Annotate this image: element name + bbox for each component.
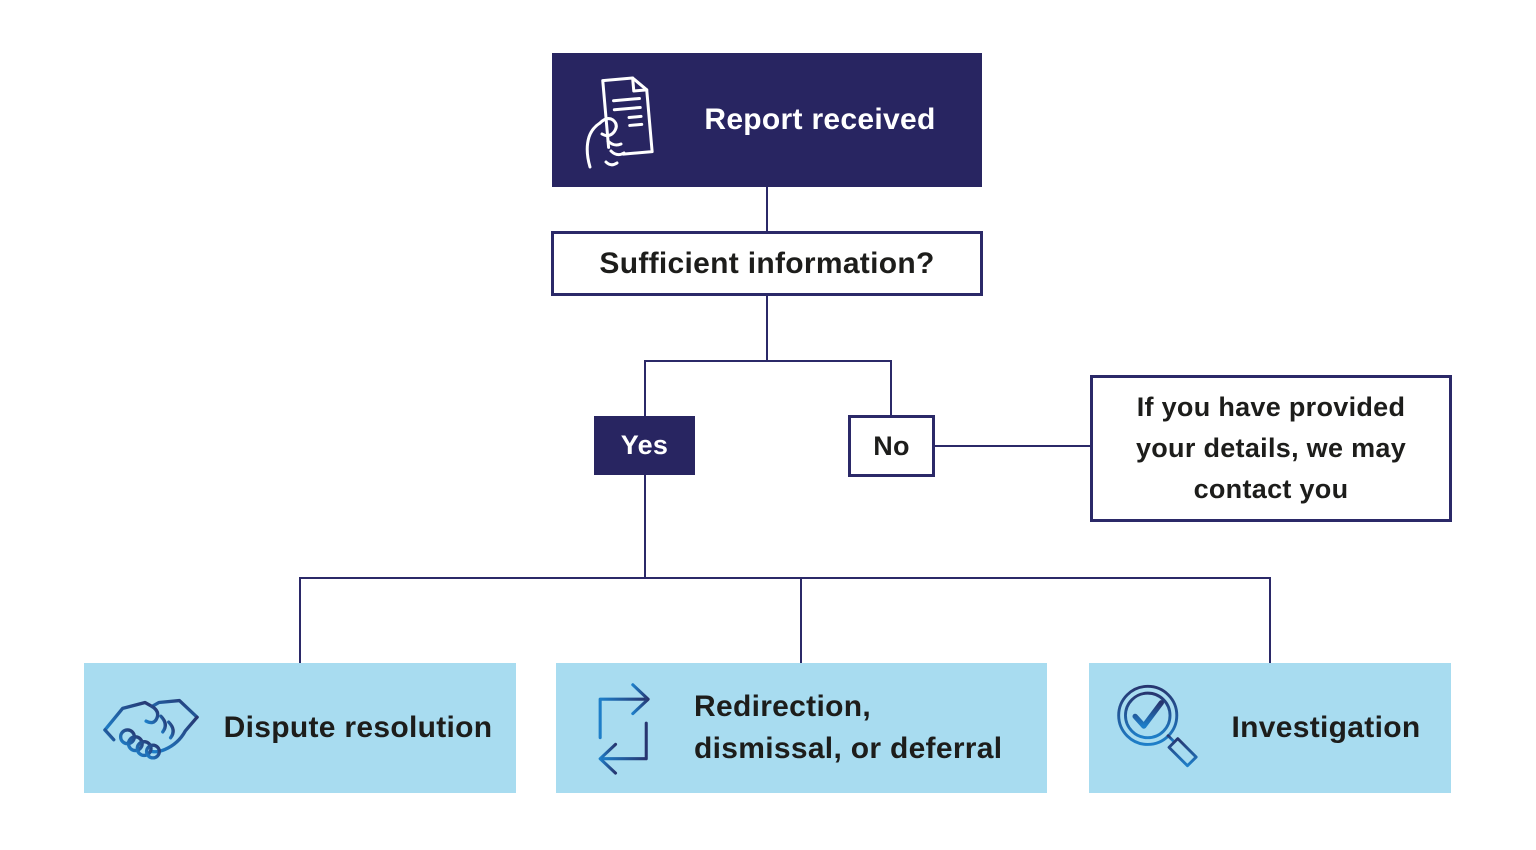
- node-no: No: [848, 415, 935, 477]
- connector-drop-to-dispute: [299, 577, 301, 663]
- node-report-received: Report received: [552, 53, 982, 187]
- node-investigation: Investigation: [1089, 663, 1451, 793]
- node-dispute-resolution-label: Dispute resolution: [223, 711, 493, 744]
- connector-drop-to-redirection: [800, 577, 802, 663]
- node-report-received-label: Report received: [704, 103, 936, 136]
- magnifier-check-icon: [1117, 684, 1198, 768]
- note-line-3: contact you: [1193, 474, 1349, 504]
- connector-branch-horizontal: [644, 360, 892, 362]
- connector-outcomes-horizontal: [299, 577, 1271, 579]
- node-yes-label: Yes: [620, 430, 669, 460]
- connector-drop-to-yes: [644, 360, 646, 418]
- redirect-arrows-icon: [598, 683, 650, 775]
- node-sufficient-information-label: Sufficient information?: [599, 246, 935, 280]
- node-dispute-resolution: Dispute resolution: [84, 663, 516, 793]
- redirection-line-2: dismissal, or deferral: [694, 732, 1003, 765]
- node-contact-note: If you have provided your details, we ma…: [1090, 375, 1452, 522]
- redirection-line-1: Redirection,: [694, 690, 871, 723]
- connector-no-to-note: [935, 445, 1090, 447]
- note-line-1: If you have provided: [1136, 392, 1406, 422]
- connector-drop-to-investigation: [1269, 577, 1271, 663]
- node-redirection-dismissal-deferral: Redirection, dismissal, or deferral: [556, 663, 1047, 793]
- node-no-label: No: [873, 430, 910, 461]
- node-redirection-label: Redirection, dismissal, or deferral: [694, 686, 1002, 770]
- connector-drop-to-no: [890, 360, 892, 417]
- note-line-2: your details, we may: [1135, 433, 1407, 463]
- node-investigation-label: Investigation: [1231, 711, 1421, 744]
- node-yes: Yes: [594, 416, 695, 475]
- connector-yes-down: [644, 475, 646, 579]
- node-sufficient-information: Sufficient information?: [551, 231, 983, 296]
- connector-decision-to-branch: [766, 296, 768, 362]
- connector-start-to-decision: [766, 187, 768, 233]
- handshake-icon: [103, 698, 199, 760]
- document-hand-icon: [585, 76, 654, 169]
